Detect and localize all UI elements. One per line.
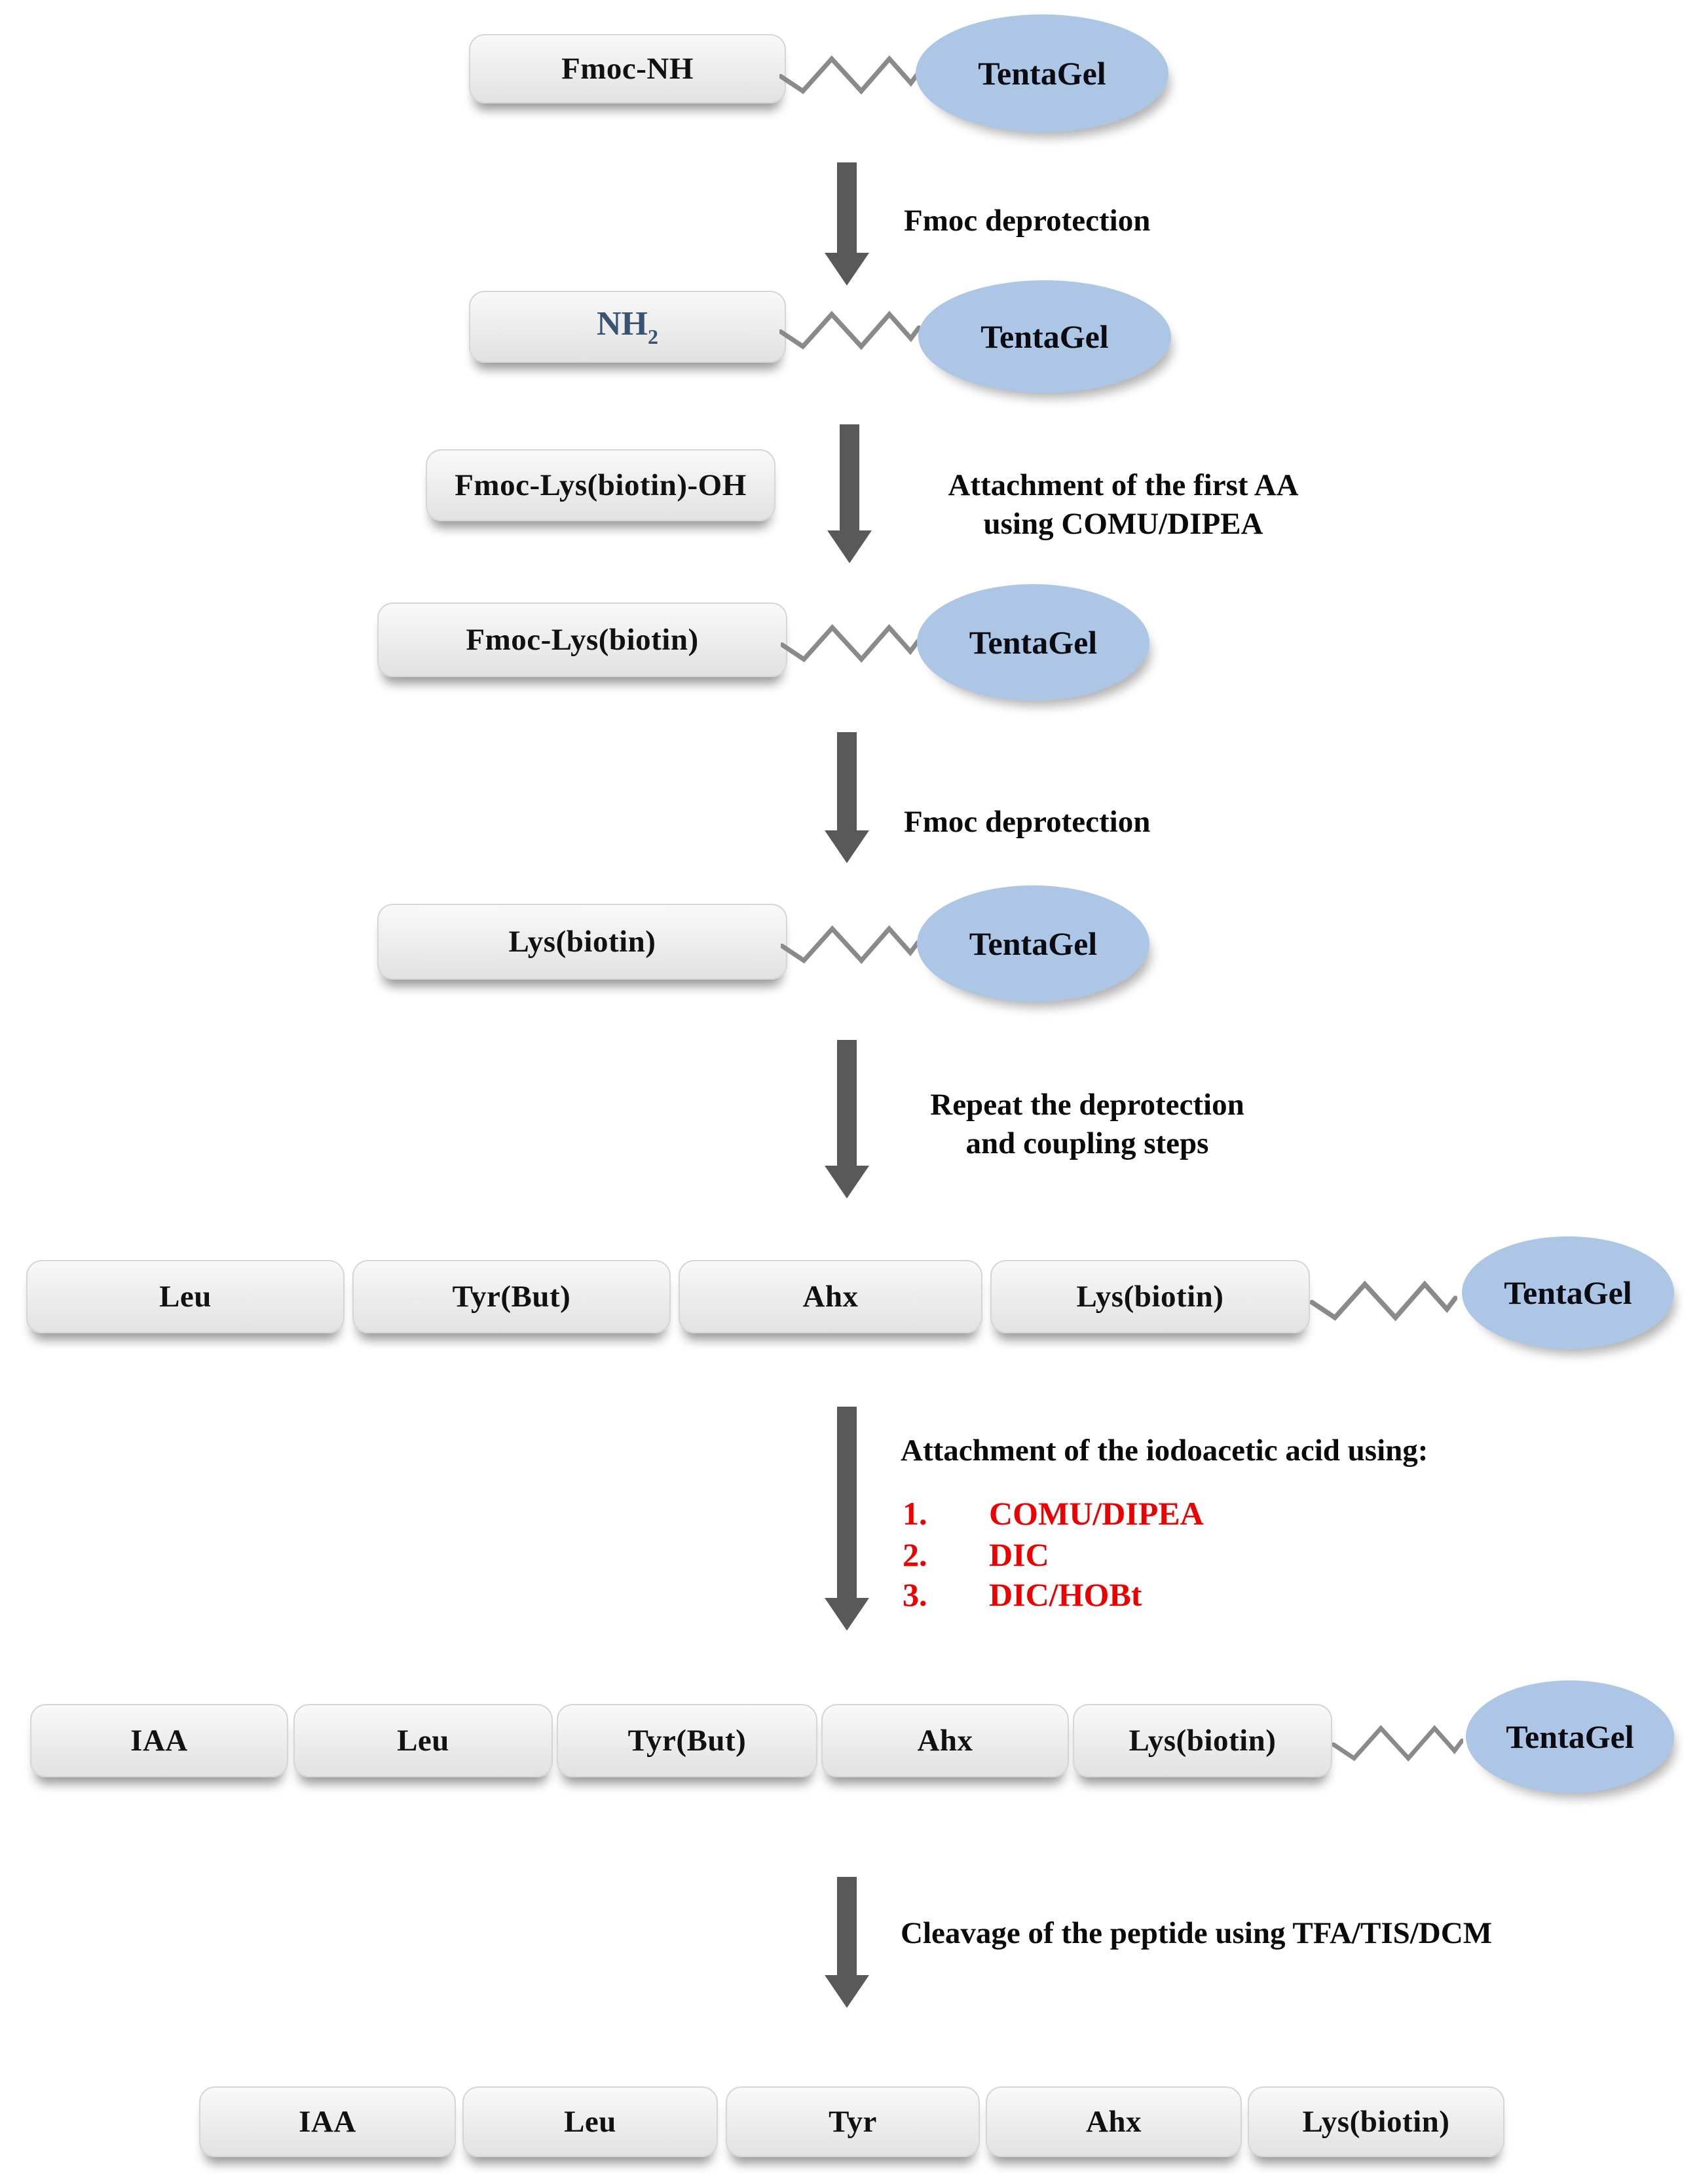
- box-label: Lys(biotin): [1302, 2105, 1450, 2139]
- sequence-box-fmoc-lys-biotin: Fmoc-Lys(biotin): [377, 602, 787, 677]
- step3-label: Fmoc deprotection: [904, 805, 1151, 839]
- arrow-stem: [837, 1040, 857, 1166]
- arrow-head: [825, 830, 869, 863]
- arrow-head: [825, 1975, 869, 2008]
- arrow-head: [825, 253, 869, 286]
- tentagel-bead: TentaGel: [917, 584, 1149, 701]
- nh2-label: NH2: [597, 305, 658, 348]
- step2-line1: Attachment of the first AA: [948, 468, 1299, 502]
- step4-line2: and coupling steps: [965, 1126, 1209, 1160]
- down-arrow-step6: [824, 1877, 870, 2008]
- box-label: IAA: [299, 2105, 356, 2139]
- tentagel-bead: TentaGel: [917, 885, 1149, 1002]
- arrow-stem: [840, 424, 859, 530]
- arrow-stem: [837, 1877, 857, 1975]
- sequence-box-ahx: Ahx: [821, 1704, 1069, 1777]
- down-arrow-step4: [824, 1040, 870, 1198]
- step5-num-3: 3.: [903, 1576, 927, 1613]
- tentagel-label: TentaGel: [978, 55, 1106, 92]
- box-label: Ahx: [802, 1280, 859, 1314]
- step5-item-2: 2. DIC: [903, 1536, 1049, 1574]
- step4-label: Repeat the deprotection and coupling ste…: [871, 1086, 1303, 1163]
- tentagel-bead: TentaGel: [1466, 1680, 1674, 1793]
- step4-line1: Repeat the deprotection: [930, 1088, 1244, 1122]
- linker-squiggle: [1310, 1280, 1457, 1322]
- step2-line2: using COMU/DIPEA: [983, 507, 1263, 541]
- arrow-head: [825, 1598, 869, 1631]
- sequence-box-nh2: NH2: [469, 291, 786, 363]
- box-label: Tyr(But): [452, 1280, 571, 1314]
- box-label: Tyr(But): [627, 1724, 747, 1758]
- arrow-head: [825, 1166, 869, 1198]
- box-label: Lys(biotin): [508, 925, 656, 959]
- box-label: Leu: [397, 1724, 449, 1758]
- box-label: Leu: [564, 2105, 616, 2139]
- tentagel-label: TentaGel: [969, 925, 1098, 962]
- box-label: Fmoc-Lys(biotin): [466, 623, 699, 657]
- step5-num-2: 2.: [903, 1536, 927, 1573]
- box-label: Ahx: [1085, 2105, 1142, 2139]
- sequence-box-iaa: IAA: [30, 1704, 288, 1777]
- step1-label: Fmoc deprotection: [904, 204, 1151, 238]
- box-label: Fmoc-Lys(biotin)-OH: [455, 468, 747, 502]
- arrow-head: [827, 530, 872, 563]
- sequence-box-iaa: IAA: [199, 2086, 456, 2157]
- sequence-box-lys-biotin: Lys(biotin): [990, 1260, 1310, 1333]
- down-arrow-step5: [824, 1407, 870, 1631]
- box-label: IAA: [130, 1724, 188, 1758]
- sequence-box-lys-biotin: Lys(biotin): [1073, 1704, 1332, 1777]
- arrow-stem: [837, 1407, 857, 1598]
- box-label: Fmoc-NH: [561, 52, 694, 86]
- sequence-box-ahx: Ahx: [986, 2086, 1242, 2157]
- linker-squiggle: [781, 623, 920, 663]
- box-label: Leu: [159, 1280, 212, 1314]
- box-label: Lys(biotin): [1129, 1724, 1277, 1758]
- sequence-box-lys-biotin: Lys(biotin): [377, 904, 787, 980]
- tentagel-bead: TentaGel: [1462, 1236, 1674, 1349]
- box-label: Lys(biotin): [1076, 1280, 1224, 1314]
- sequence-box-leu: Leu: [293, 1704, 553, 1777]
- step5-reagent-3: DIC/HOBt: [989, 1576, 1142, 1613]
- step2-label: Attachment of the first AA using COMU/DI…: [881, 466, 1366, 544]
- arrow-stem: [837, 162, 857, 253]
- step5-reagent-2: DIC: [989, 1536, 1049, 1573]
- sequence-box-ahx: Ahx: [679, 1260, 982, 1333]
- step5-reagent-1: COMU/DIPEA: [989, 1495, 1204, 1532]
- step5-item-3: 3. DIC/HOBt: [903, 1576, 1142, 1614]
- sequence-box-tyr-but: Tyr(But): [557, 1704, 817, 1777]
- down-arrow-step3: [824, 732, 870, 863]
- linker-squiggle: [779, 310, 920, 350]
- box-label: Tyr: [829, 2105, 877, 2139]
- step5-item-1: 1. COMU/DIPEA: [903, 1494, 1204, 1532]
- down-arrow-step1: [824, 162, 870, 286]
- tentagel-label: TentaGel: [1506, 1718, 1634, 1755]
- tentagel-label: TentaGel: [1504, 1274, 1632, 1311]
- arrow-stem: [837, 732, 857, 830]
- sequence-box-tyr-but: Tyr(But): [352, 1260, 671, 1333]
- sequence-box-leu: Leu: [26, 1260, 345, 1333]
- sequence-box-lys-biotin: Lys(biotin): [1248, 2086, 1504, 2157]
- step5-num-1: 1.: [903, 1495, 927, 1532]
- tentagel-label: TentaGel: [969, 624, 1098, 661]
- tentagel-bead: TentaGel: [916, 14, 1168, 132]
- linker-squiggle: [779, 55, 920, 95]
- sequence-box-fmoc-nh: Fmoc-NH: [469, 34, 786, 103]
- tentagel-bead: TentaGel: [918, 280, 1171, 393]
- sequence-box-tyr: Tyr: [726, 2086, 980, 2157]
- step6-label: Cleavage of the peptide using TFA/TIS/DC…: [901, 1916, 1493, 1950]
- down-arrow-step2: [827, 424, 872, 563]
- sequence-box-leu: Leu: [462, 2086, 718, 2157]
- step5-title: Attachment of the iodoacetic acid using:: [901, 1434, 1428, 1468]
- box-label: Ahx: [917, 1724, 973, 1758]
- linker-squiggle: [781, 925, 920, 965]
- tentagel-label: TentaGel: [980, 318, 1109, 355]
- reagent-box-fmoc-lys-biotin-oh: Fmoc-Lys(biotin)-OH: [426, 449, 775, 521]
- linker-squiggle: [1332, 1725, 1463, 1762]
